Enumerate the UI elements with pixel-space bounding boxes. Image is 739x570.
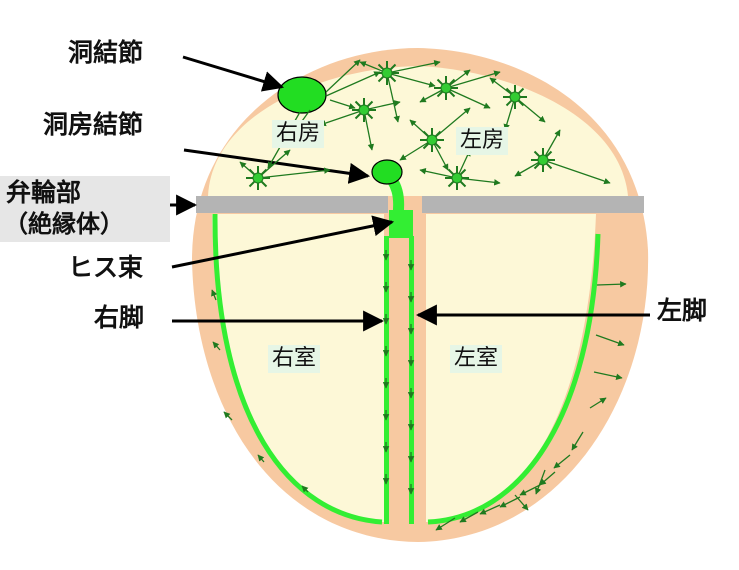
cell-core	[509, 91, 521, 103]
av-node	[371, 159, 403, 185]
cell-core	[451, 172, 463, 184]
impulse-arrow	[325, 71, 381, 97]
impulse-arrow	[542, 129, 561, 161]
atrial-cell-icon	[246, 166, 270, 190]
cell-core	[537, 154, 549, 166]
valve-ring-right	[422, 196, 644, 213]
atrial-cell-icon	[531, 148, 555, 172]
atrial-cell-icon	[434, 76, 458, 100]
impulse-arrow	[542, 159, 611, 185]
right-ventricle-label: 右室	[268, 345, 321, 373]
impulse-arrow	[212, 341, 221, 351]
impulse-arrow	[571, 431, 584, 451]
sa-node	[277, 76, 327, 114]
impulse-arrow	[459, 511, 479, 523]
valve-ring-label-box	[0, 176, 170, 242]
left-atrium-label: 左房	[456, 127, 509, 155]
impulse-arrow	[596, 280, 627, 288]
impulse-arrow	[593, 371, 623, 380]
impulse-arrow	[319, 109, 365, 127]
impulse-arrow	[503, 96, 516, 131]
impulse-arrow	[519, 484, 541, 496]
impulse-arrow	[499, 496, 521, 508]
left-ventricle-chamber	[426, 214, 596, 522]
atrial-cells	[246, 61, 555, 190]
impulse-arrow	[325, 59, 361, 93]
right-bundle-branch-label: 右脚	[94, 303, 145, 332]
impulse-arrow	[535, 469, 546, 495]
sa-node-pointer	[182, 55, 285, 92]
impulse-arrow	[257, 454, 265, 463]
impulse-arrow	[329, 99, 356, 110]
impulse-arrow	[553, 454, 571, 469]
impulse-arrow	[363, 100, 401, 111]
left-branch-line	[409, 236, 414, 524]
cell-core	[426, 134, 438, 146]
atrial-cell-icon	[352, 98, 376, 122]
impulse-arrow	[431, 139, 449, 171]
valve-ring-label-line2: （絶縁体）	[4, 210, 124, 238]
cell-core	[440, 82, 452, 94]
left-ventricle-purkinje	[427, 233, 601, 525]
impulse-arrow	[386, 72, 400, 123]
impulse-arrow	[257, 167, 331, 179]
cell-core	[358, 104, 370, 116]
impulse-arrow	[211, 289, 218, 301]
his-bundle-label: ヒス束	[68, 253, 144, 282]
right-atrium-label: 右房	[272, 120, 325, 148]
his-bundle-pointer	[171, 215, 395, 269]
cell-core	[381, 67, 393, 79]
impulse-arrow	[514, 494, 529, 511]
impulse-arrow	[363, 109, 375, 151]
impulse-arrow	[539, 471, 556, 486]
impulse-arrow	[589, 397, 607, 409]
right-ventricle-purkinje	[212, 213, 383, 525]
av-node-label: 洞房結節	[43, 110, 144, 139]
impulse-arrow	[445, 70, 501, 89]
impulse-arrow	[399, 139, 433, 161]
atrial-cell-icon	[375, 61, 399, 85]
impulse-arrow	[301, 485, 309, 493]
atrial-cell-icon	[503, 85, 527, 109]
atrial-cell-icon	[445, 166, 469, 190]
impulse-arrow	[223, 411, 233, 421]
impulse-arrow	[479, 504, 501, 515]
left-bundle-branch-label: 左脚	[657, 296, 708, 325]
impulse-arrow	[386, 72, 436, 88]
impulse-arrow	[419, 168, 458, 179]
cell-core	[252, 172, 264, 184]
impulse-arrow	[435, 517, 456, 531]
his-bundle-block	[389, 210, 413, 238]
atrial-cell-icon	[420, 128, 444, 152]
valve-ring-left	[196, 196, 388, 213]
impulse-arrow	[595, 334, 625, 347]
left-ventricle-label: 左室	[450, 345, 503, 373]
valve-ring-label-line1: 弁輪部	[6, 178, 82, 207]
impulse-arrow	[445, 87, 491, 109]
sa-node-label: 洞結節	[68, 38, 144, 67]
impulse-arrow	[386, 60, 441, 74]
